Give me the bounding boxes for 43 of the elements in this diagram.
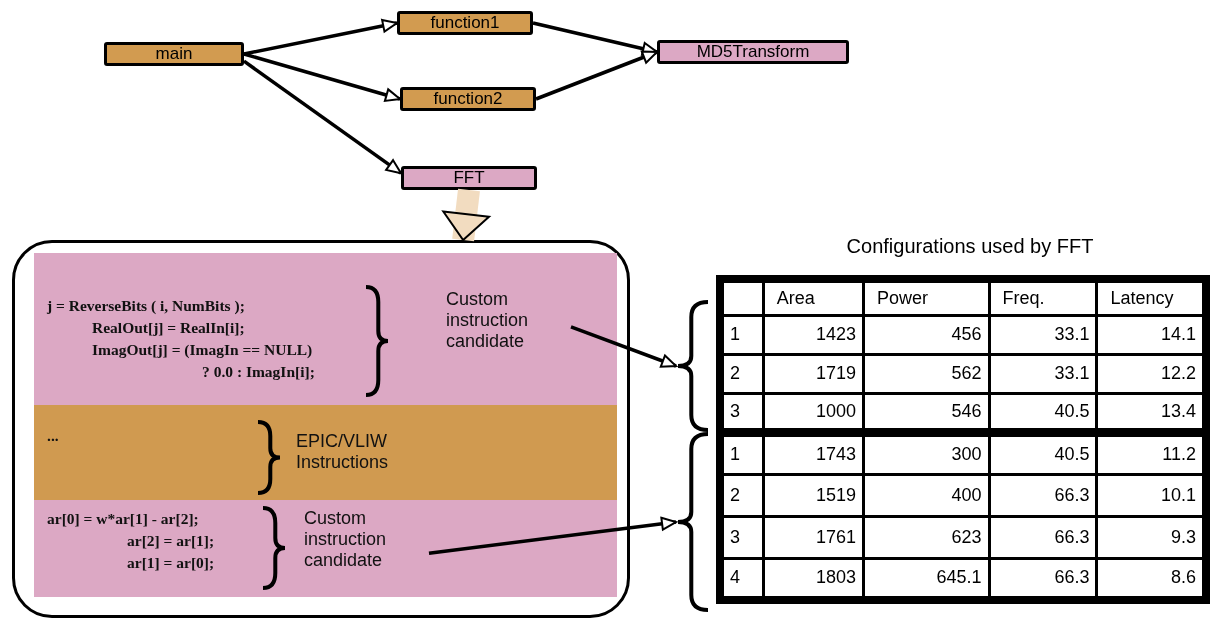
table-cell: 623 [863, 516, 989, 558]
annotation-text: Custom instruction candidate [304, 508, 429, 571]
function-box: MD5Transform [657, 40, 849, 64]
code-band [34, 500, 617, 597]
function-box: FFT [401, 166, 537, 190]
arrow [428, 516, 677, 556]
rounded-container [12, 240, 630, 618]
code-line: j = ReverseBits ( i, NumBits ); [47, 297, 245, 315]
annotation-text: Custom instruction candidate [446, 289, 571, 352]
code-line: ? 0.0 : ImagIn[i]; [202, 363, 315, 381]
code-line: ar[2] = ar[1]; [127, 532, 215, 550]
arrow [570, 325, 677, 368]
code-line: ImagOut[j] = (ImagIn == NULL) [92, 341, 313, 359]
table-cell: 66.3 [989, 516, 1097, 558]
code-band [34, 253, 617, 405]
arrow [243, 52, 401, 102]
table-cell: 562 [863, 354, 989, 393]
table-cell: 1423 [763, 315, 864, 354]
arrow [243, 18, 398, 56]
code-line: RealOut[j] = RealIn[i]; [92, 319, 245, 337]
code-line: ar[1] = ar[0]; [127, 554, 215, 572]
annotation-text: EPIC/VLIW Instructions [296, 431, 446, 473]
code-line: ... [47, 427, 59, 445]
block-arrow [442, 188, 490, 242]
arrow [535, 50, 658, 101]
table-cell: 400 [863, 474, 989, 516]
function-box: main [104, 42, 244, 66]
function-box: function1 [397, 11, 533, 35]
curly-brace [676, 432, 710, 612]
table-cell: 33.1 [989, 354, 1097, 393]
table-cell: 1719 [763, 354, 864, 393]
table-cell: 1761 [763, 516, 864, 558]
table-cell: 66.3 [989, 474, 1097, 516]
arrow [243, 59, 402, 175]
code-band [34, 405, 617, 500]
table-cell: 33.1 [989, 315, 1097, 354]
table-cell: 456 [863, 315, 989, 354]
curly-brace [676, 300, 710, 432]
code-line: ar[0] = w*ar[1] - ar[2]; [47, 510, 199, 528]
table-cell: 1519 [763, 474, 864, 516]
function-box: function2 [400, 87, 536, 111]
arrow [532, 21, 658, 56]
table-title: Configurations used by FFT [845, 235, 1095, 258]
